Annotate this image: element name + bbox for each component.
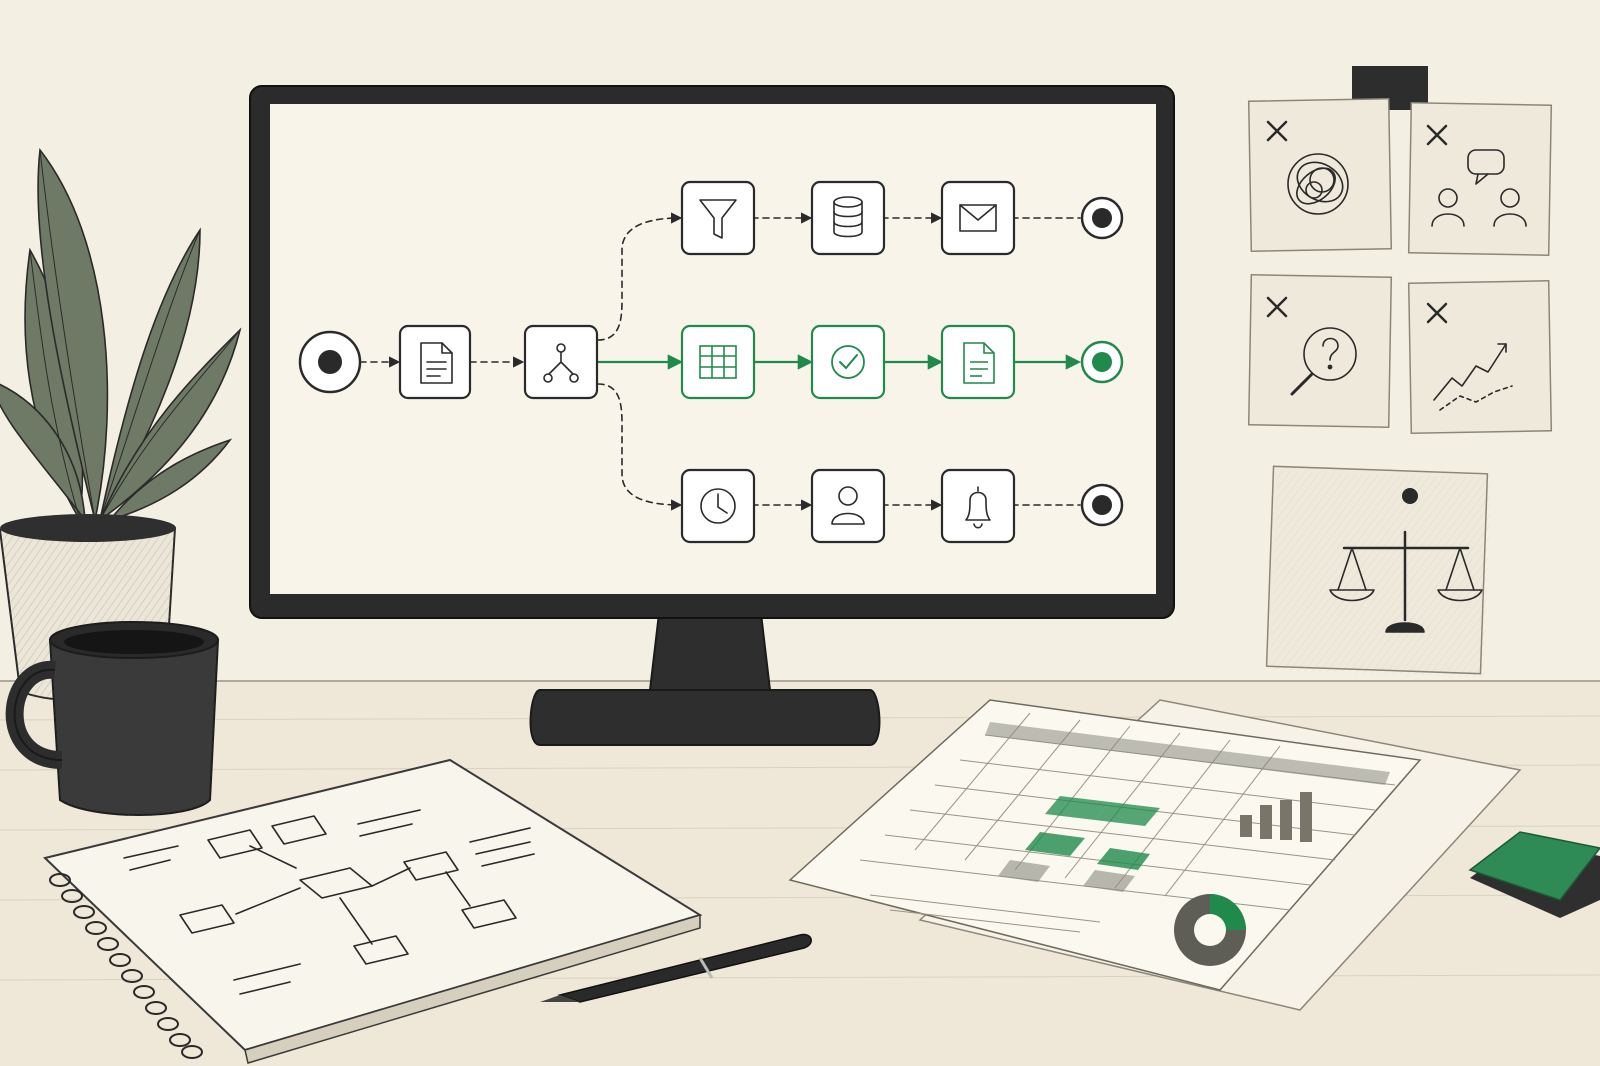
end-node-active-icon [1080,340,1124,384]
spreadsheet-printouts [788,699,1522,1011]
database-icon [810,180,886,256]
end-node-icon [1080,483,1124,527]
potted-plant [0,147,242,703]
close-icon [1426,302,1448,324]
pen [540,933,812,1003]
document-icon [940,324,1016,400]
note-scales [1265,465,1492,678]
close-icon [1266,120,1288,142]
wall-notes [1247,66,1553,678]
note-tangle [1247,98,1393,252]
spiral-notebook-flowchart [42,758,703,1064]
document-icon [398,324,472,400]
branch-split-icon [523,324,599,400]
scales-icon [1329,530,1483,633]
close-icon [1426,124,1448,146]
close-icon [1266,296,1288,318]
check-circle-icon [810,324,886,400]
coffee-mug [5,621,220,816]
bell-icon [940,468,1016,544]
table-icon [680,324,756,400]
green-sticky-pad [1468,831,1600,918]
end-node-icon [1080,196,1124,240]
magnifier-question-icon [1290,327,1357,396]
trend-up-icon [1433,343,1513,411]
filter-icon [680,180,756,256]
tangle-icon [1287,153,1349,215]
user-icon [810,468,886,544]
start-node-icon [298,330,362,394]
note-trend [1407,280,1553,434]
note-people-chat [1407,102,1553,256]
envelope-icon [940,180,1016,256]
people-chat-icon [1431,149,1527,227]
clock-icon [680,468,756,544]
note-magnifier [1247,274,1393,428]
workflow-diagram [298,180,1124,544]
